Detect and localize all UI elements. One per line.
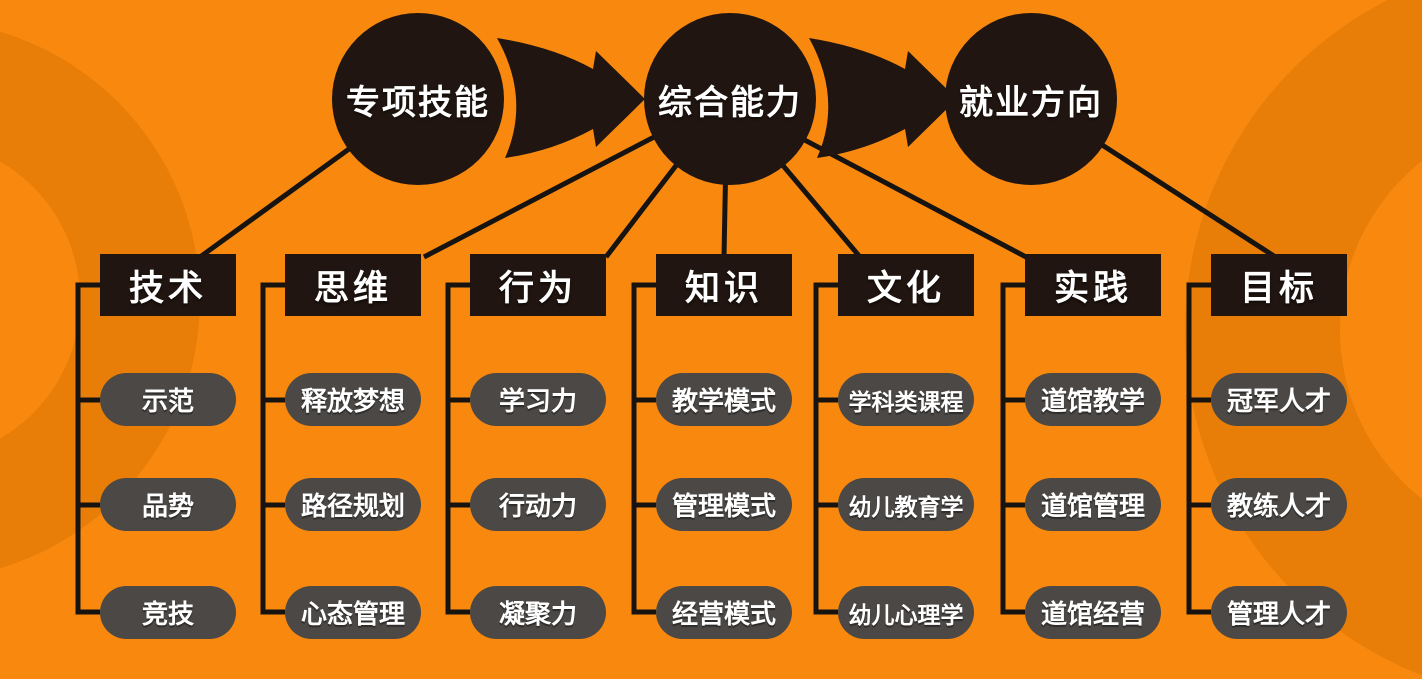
pill-item: 竞技: [100, 586, 236, 639]
pill-item: 品势: [100, 478, 236, 531]
column-header-mubiao: 目标: [1211, 254, 1347, 316]
column-header-label: 行为: [498, 268, 577, 308]
bracket-col-1: [75, 282, 100, 615]
column-header-shijian: 实践: [1025, 254, 1161, 316]
swoosh-arrow-1: [497, 38, 645, 158]
column-header-xingwei: 行为: [470, 254, 606, 316]
pill-label: 心态管理: [300, 599, 405, 629]
swoosh-arrow-2: [809, 38, 957, 158]
pill-label: 幼儿心理学: [848, 601, 964, 628]
pill-label: 路径规划: [300, 491, 405, 521]
pill-label: 凝聚力: [498, 599, 577, 629]
column-header-zhishi: 知识: [656, 254, 792, 316]
pill-item: 教学模式: [656, 373, 792, 426]
column-header-label: 目标: [1239, 268, 1318, 308]
pill-label: 行动力: [498, 491, 577, 521]
pill-label: 道馆管理: [1040, 491, 1145, 521]
pill-item: 幼儿心理学: [838, 586, 974, 639]
pill-item: 道馆经营: [1025, 586, 1161, 639]
pill-label: 经营模式: [671, 599, 776, 629]
pill-item: 学习力: [470, 373, 606, 426]
decor-ring-right: [1185, 0, 1422, 676]
flow-node-special-skills: 专项技能: [332, 13, 504, 185]
pill-item: 教练人才: [1211, 478, 1347, 531]
pill-item: 心态管理: [285, 586, 421, 639]
bracket-col-3: [445, 282, 470, 615]
column-header-siwei: 思维: [285, 254, 421, 316]
bracket-col-7: [1186, 282, 1211, 615]
pill-label: 幼儿教育学: [848, 493, 964, 520]
flow-node-comprehensive-ability: 综合能力: [644, 13, 816, 185]
pill-item: 管理人才: [1211, 586, 1347, 639]
pill-label: 道馆经营: [1040, 599, 1145, 629]
pill-item: 管理模式: [656, 478, 792, 531]
column-header-label: 文化: [866, 268, 945, 308]
pill-item: 幼儿教育学: [838, 478, 974, 531]
column-header-label: 技术: [128, 268, 207, 308]
flow-node-label: 就业方向: [959, 83, 1103, 122]
pill-label: 冠军人才: [1226, 386, 1331, 416]
pill-label: 道馆教学: [1040, 386, 1145, 416]
flow-node-employment-direction: 就业方向: [945, 13, 1117, 185]
pill-label: 释放梦想: [300, 386, 405, 416]
pill-label: 示范: [141, 386, 194, 416]
pill-item: 经营模式: [656, 586, 792, 639]
pill-item: 释放梦想: [285, 373, 421, 426]
bracket-col-2: [260, 282, 285, 615]
column-header-jishu: 技术: [100, 254, 236, 316]
bracket-col-4: [631, 282, 656, 615]
column-header-label: 知识: [684, 268, 763, 308]
pill-item: 示范: [100, 373, 236, 426]
pill-item: 冠军人才: [1211, 373, 1347, 426]
flow-node-label: 专项技能: [346, 83, 490, 122]
pill-label: 管理模式: [671, 491, 776, 521]
pill-label: 学科类课程: [848, 388, 964, 415]
pill-label: 竞技: [141, 599, 194, 629]
column-header-label: 思维: [313, 268, 392, 308]
pill-label: 品势: [141, 491, 194, 521]
bracket-col-6: [1000, 282, 1025, 615]
pill-item: 凝聚力: [470, 586, 606, 639]
column-header-label: 实践: [1053, 268, 1132, 308]
pill-label: 管理人才: [1226, 599, 1331, 629]
column-header-wenhua: 文化: [838, 254, 974, 316]
pill-item: 行动力: [470, 478, 606, 531]
pill-item: 道馆管理: [1025, 478, 1161, 531]
flow-node-label: 综合能力: [658, 83, 802, 122]
pill-item: 学科类课程: [838, 373, 974, 426]
pill-item: 道馆教学: [1025, 373, 1161, 426]
pill-item: 路径规划: [285, 478, 421, 531]
bracket-col-5: [813, 282, 838, 615]
pill-label: 教练人才: [1226, 491, 1331, 521]
column-brackets: [75, 282, 1211, 615]
pill-label: 教学模式: [671, 386, 776, 416]
pill-label: 学习力: [498, 386, 577, 416]
